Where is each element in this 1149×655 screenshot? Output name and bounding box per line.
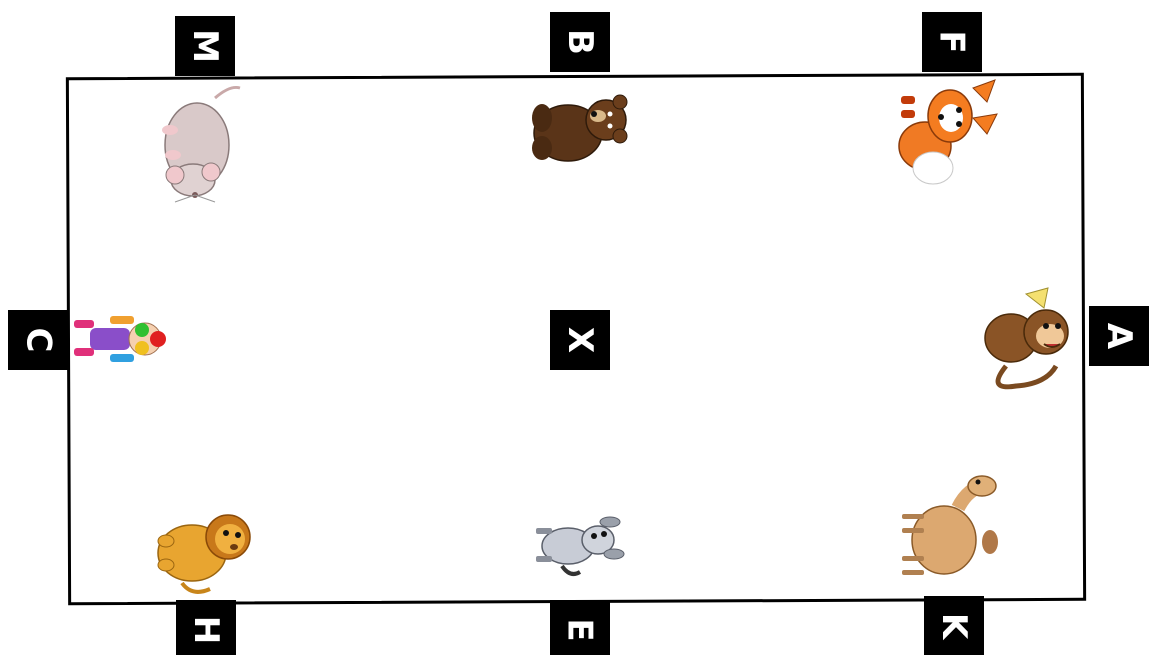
clown-icon: [70, 308, 172, 370]
marker-f: F: [922, 12, 982, 72]
marker-a-label: A: [1102, 323, 1136, 349]
marker-m-label: M: [188, 29, 222, 63]
marker-x-label: X: [563, 327, 597, 353]
marker-f-label: F: [935, 30, 969, 53]
marker-k-label: K: [937, 613, 971, 639]
fox-icon: [895, 76, 1005, 191]
camel-icon: [898, 468, 1004, 586]
marker-h-label: H: [189, 616, 223, 644]
marker-e-label: E: [563, 618, 597, 641]
donkey-icon: [530, 510, 630, 580]
monkey-icon: [976, 286, 1076, 394]
marker-b: B: [550, 12, 610, 72]
marker-m: M: [175, 16, 235, 76]
marker-k: K: [924, 596, 984, 655]
marker-a: A: [1089, 306, 1149, 366]
marker-c: C: [8, 310, 68, 370]
lion-icon: [152, 505, 254, 600]
marker-x: X: [550, 310, 610, 370]
marker-e: E: [550, 600, 610, 655]
marker-b-label: B: [563, 29, 597, 55]
marker-h: H: [176, 600, 236, 655]
mouse-icon: [145, 80, 245, 205]
bear-icon: [528, 88, 633, 168]
marker-c-label: C: [21, 328, 55, 353]
